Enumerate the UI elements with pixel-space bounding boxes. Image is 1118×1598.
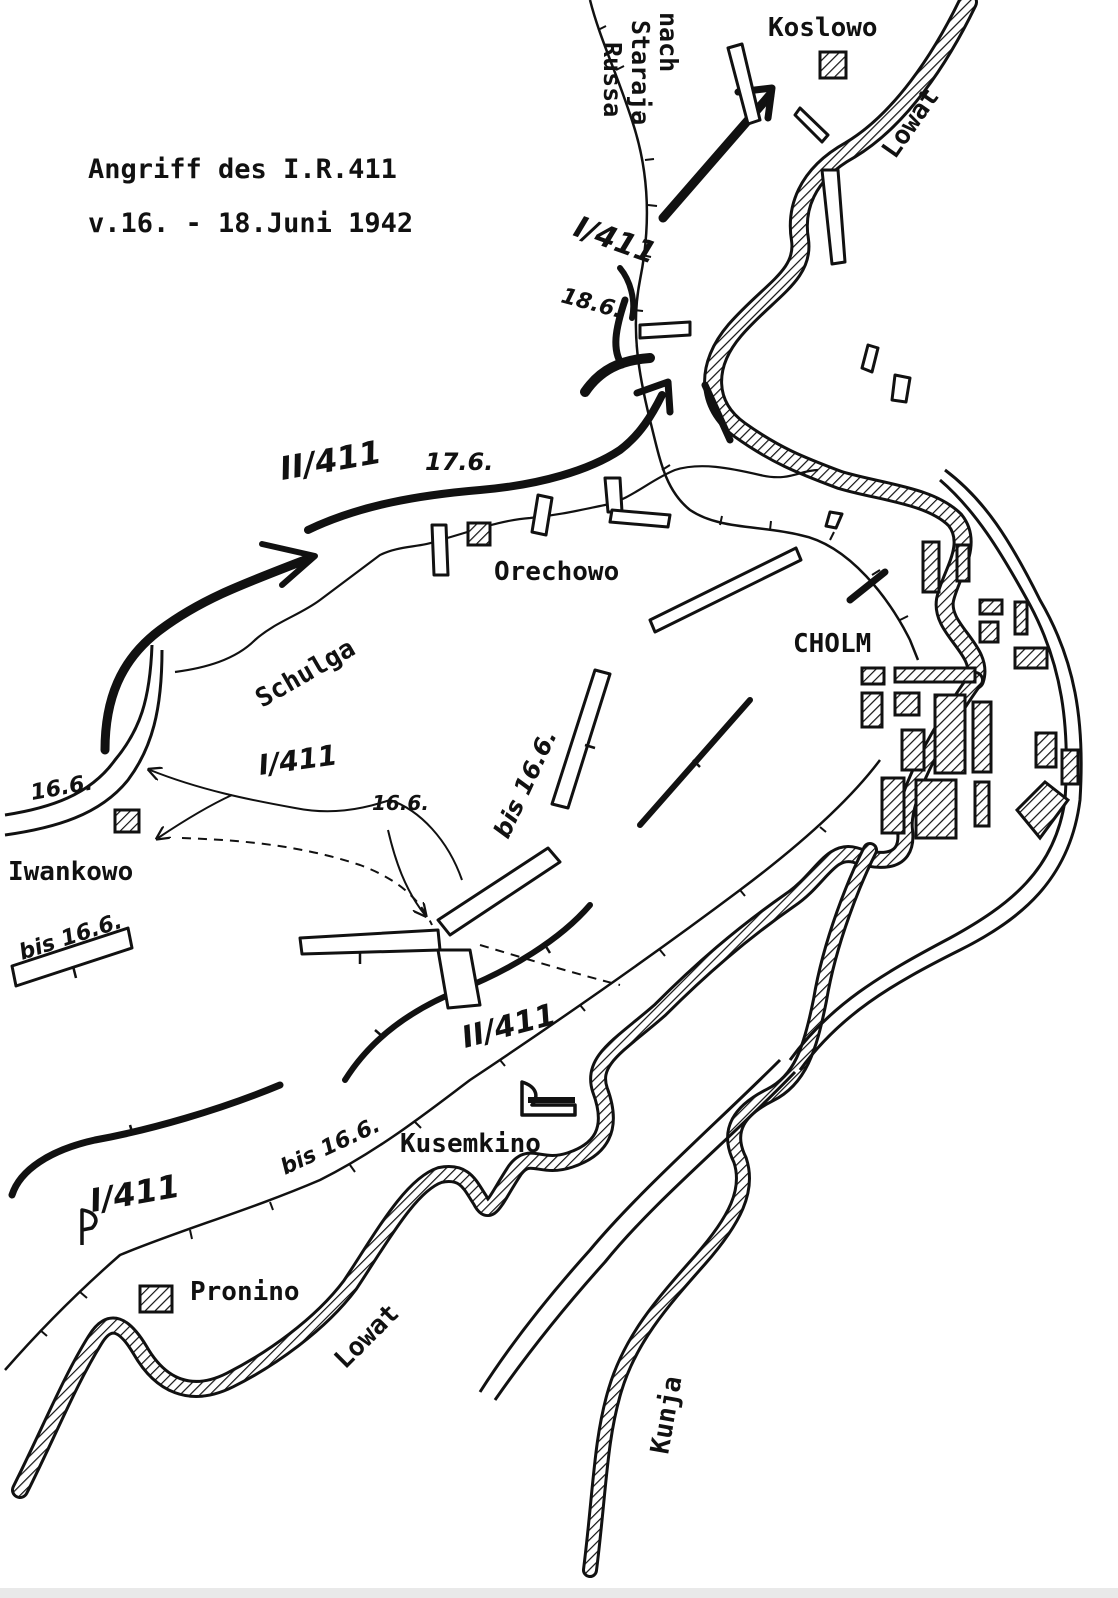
flag-symbols — [80, 1080, 577, 1245]
river-arm-south — [478, 1058, 797, 1401]
place-orechowo: Orechowo — [494, 557, 619, 587]
bottom-strip — [0, 1588, 1118, 1598]
road-label-line3: Russa — [598, 42, 627, 117]
date-16-6-west: 16.6. — [29, 770, 95, 805]
unit-i-411-south: I/411 — [87, 1167, 183, 1220]
date-16-6-center: 16.6. — [372, 791, 429, 815]
river-label-schulga: Schulga — [251, 633, 361, 714]
date-bis-16-6-center: bis 16.6. — [488, 725, 563, 842]
map-title-line2: v.16. - 18.Juni 1942 — [88, 208, 413, 239]
road-southwest — [4, 759, 881, 1371]
frontline-ticks — [128, 759, 701, 1136]
road-label-line2: Staraja — [626, 20, 655, 125]
river-kunja — [582, 842, 878, 1578]
date-17-6: 17.6. — [425, 448, 493, 476]
place-pronino: Pronino — [190, 1277, 300, 1307]
road-label-line1: nach — [654, 12, 683, 72]
place-kusemkino: Kusemkino — [400, 1129, 541, 1159]
settlement-symbols — [113, 50, 1080, 1314]
map-title-line1: Angriff des I.R.411 — [88, 154, 397, 185]
unit-i-411-center: I/411 — [256, 738, 339, 782]
frontline-ii-411-17-6 — [304, 391, 666, 534]
place-iwankowo: Iwankowo — [8, 857, 133, 887]
river-lowat-south — [11, 671, 984, 1499]
soviet-positions — [10, 42, 912, 1010]
soviet-position-ticks — [71, 743, 596, 979]
attack-arrows — [8, 84, 889, 1199]
river-label-kunja: Kunja — [645, 1374, 688, 1456]
date-18-6: 18.6. — [558, 284, 625, 324]
arrow-ii-411-main — [100, 555, 310, 755]
date-bis-16-6-south: bis 16.6. — [277, 1113, 384, 1181]
thin-arrows — [150, 770, 621, 986]
place-cholm: CHOLM — [793, 629, 871, 659]
unit-ii-411-north: II/411 — [277, 433, 384, 488]
place-koslowo: Koslowo — [768, 13, 878, 43]
river-stream-west — [4, 644, 164, 837]
